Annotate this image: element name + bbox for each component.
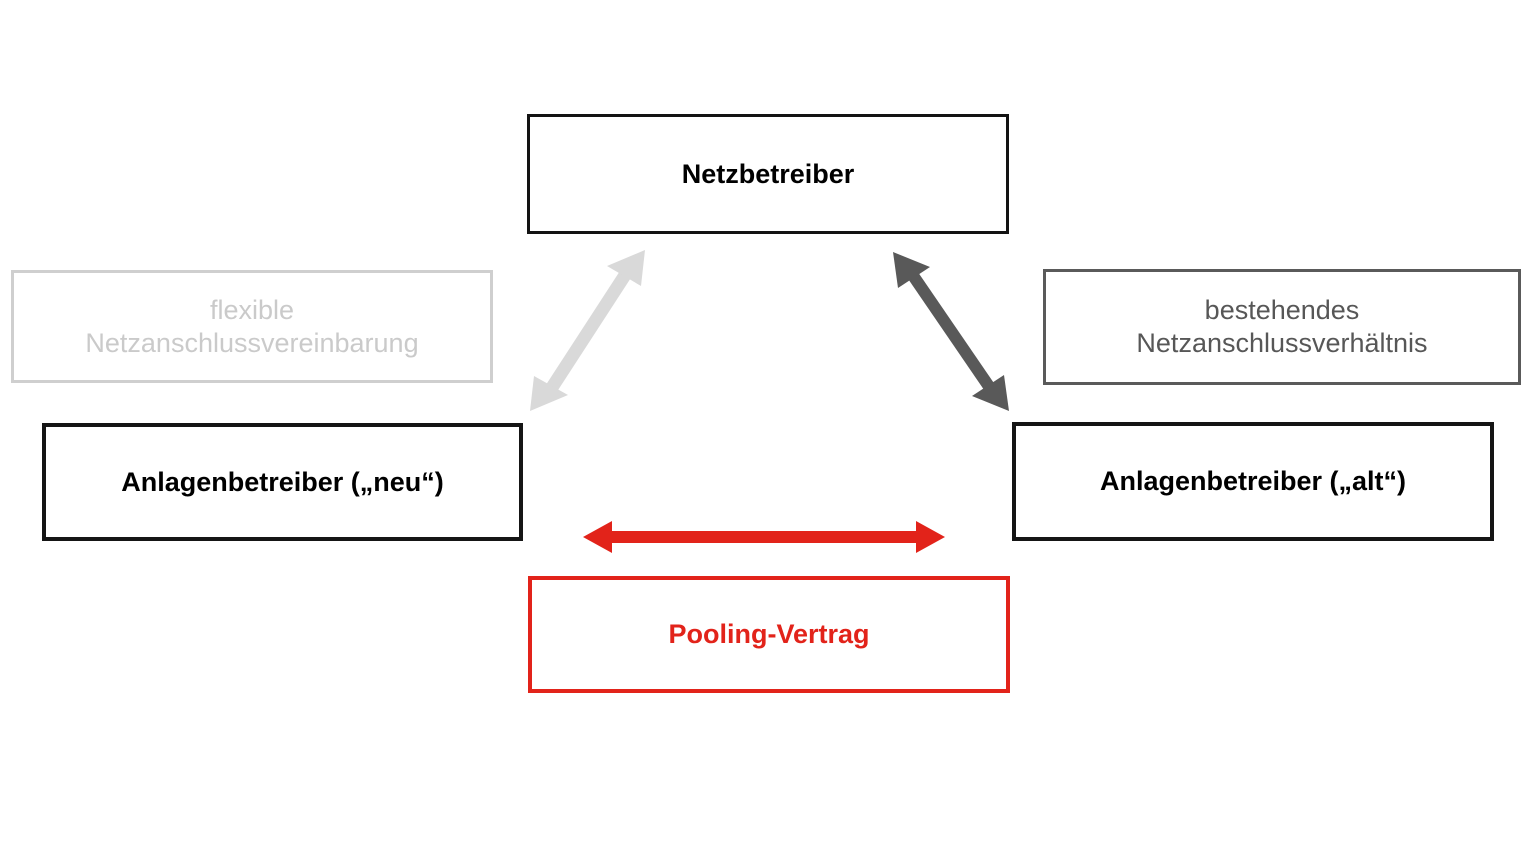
node-flexible-line1: flexible (209, 294, 295, 325)
node-pooling-vertrag[interactable]: Pooling-Vertrag (528, 576, 1010, 693)
node-anlagenbetreiber-alt[interactable]: Anlagenbetreiber („alt“) (1012, 422, 1494, 541)
node-anlagenbetreiber-neu[interactable]: Anlagenbetreiber („neu“) (42, 423, 523, 541)
node-anlagenbetreiber-neu-label: Anlagenbetreiber („neu“) (121, 466, 444, 497)
node-bestehendes-line2: Netzanschlussverhältnis (1136, 328, 1428, 358)
node-flexible-netzanschlussvereinbarung[interactable]: flexible Netzanschlussvereinbarung (11, 270, 493, 383)
node-netzbetreiber[interactable]: Netzbetreiber (527, 114, 1009, 234)
node-anlagenbetreiber-alt-label: Anlagenbetreiber („alt“) (1099, 466, 1407, 497)
node-netzbetreiber-label: Netzbetreiber (681, 158, 855, 189)
node-bestehendes-netzanschlussverhaeltnis[interactable]: bestehendes Netzanschlussverhältnis (1043, 269, 1521, 385)
node-bestehendes-text: bestehendes Netzanschlussverhältnis (1136, 294, 1427, 360)
node-flexible-text: flexible Netzanschlussvereinbarung (85, 294, 418, 360)
node-bestehendes-line1: bestehendes (1204, 295, 1360, 326)
arrow-alt-to-netzbetreiber (893, 252, 1009, 411)
node-flexible-line2: Netzanschlussvereinbarung (85, 327, 419, 358)
arrow-neu-to-alt (583, 521, 945, 553)
node-pooling-vertrag-label: Pooling-Vertrag (668, 619, 870, 650)
arrow-neu-to-netzbetreiber (530, 250, 645, 411)
